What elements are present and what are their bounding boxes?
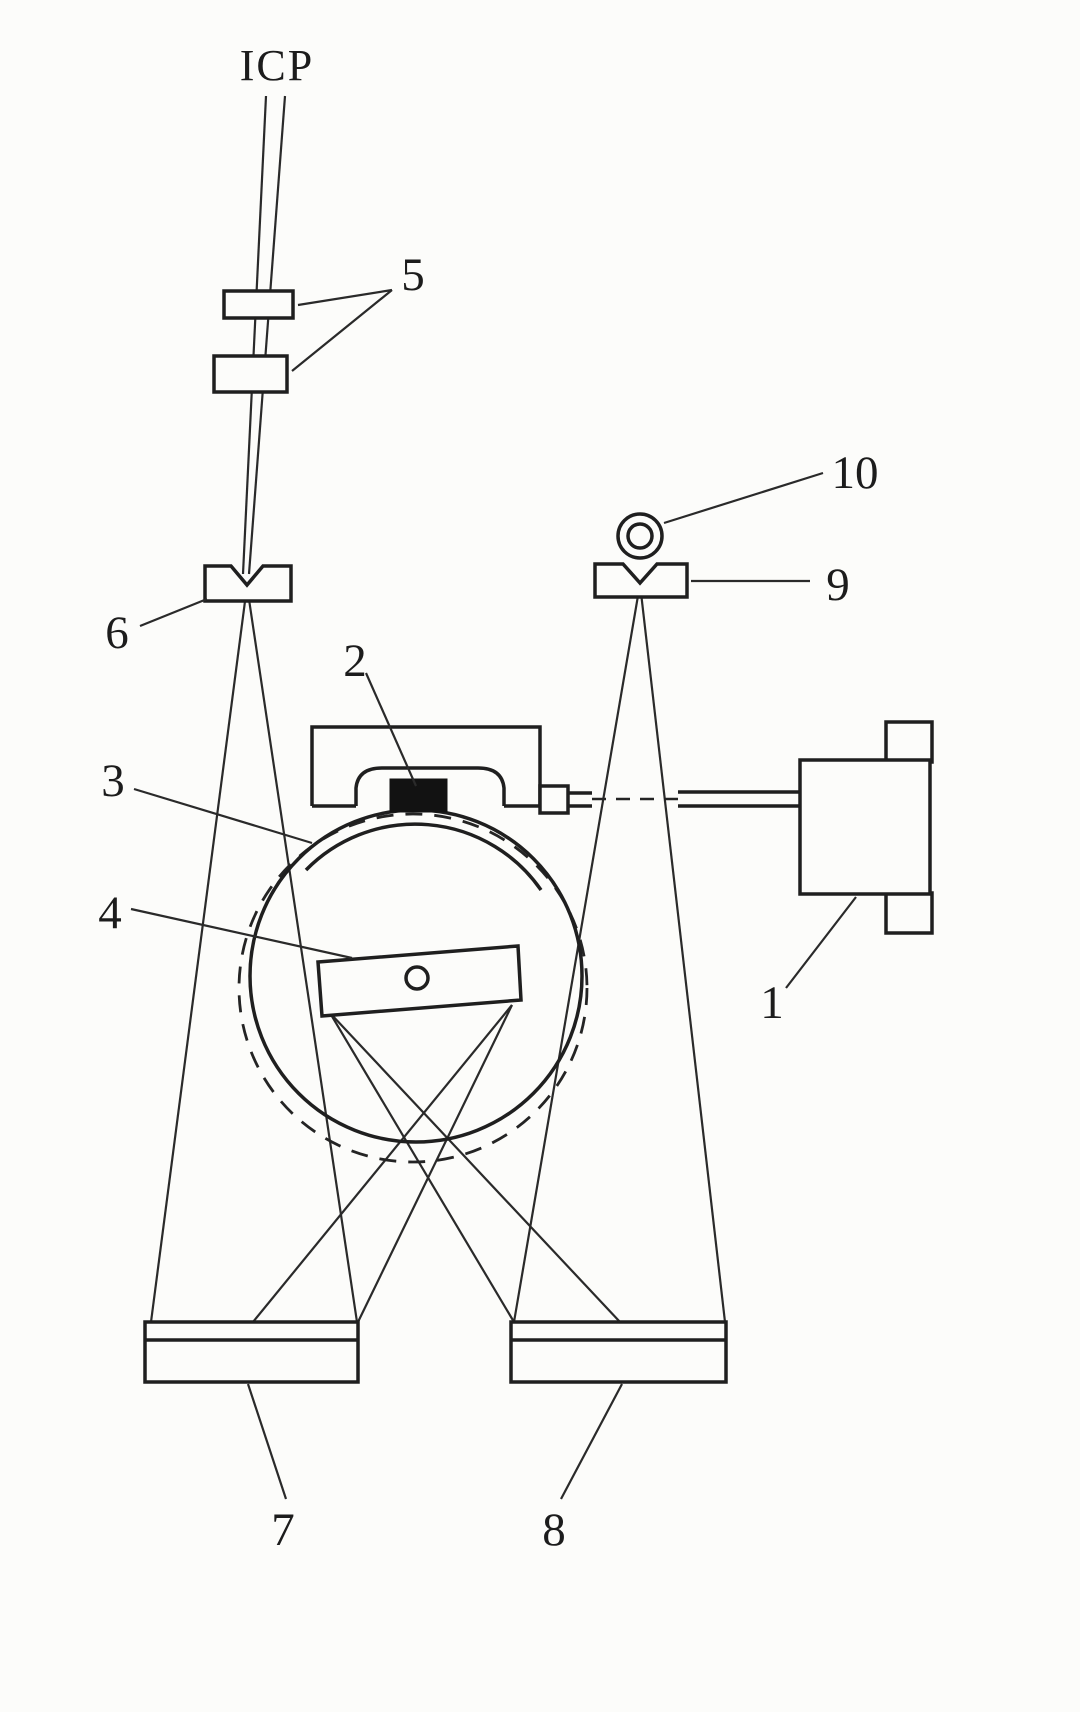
lens-lower [212,354,289,394]
label-icp: ICP [240,41,314,90]
label-1: 1 [760,977,784,1029]
labels: ICP 5 10 9 6 2 3 4 1 7 8 [98,41,878,1556]
lens-upper [222,289,295,320]
notched-slit-9 [593,562,689,599]
label-8: 8 [542,1504,566,1556]
ray-grating-d7-b [252,1004,513,1323]
detector-left [143,1320,360,1384]
ray-6-d7-left [149,585,249,1323]
ray-grating-d8-a [329,1012,515,1323]
motor-flange-top [884,720,934,764]
mount-bridge [354,766,506,806]
label-4: 4 [98,887,122,939]
ray-icp-left [241,95,268,575]
ray-grating-d7-a [357,1004,513,1323]
detector-right [509,1320,728,1384]
ray-9-d8-left [512,583,642,1323]
ray-9-d8-right [638,583,727,1323]
lamp-inner-circle [626,522,654,550]
ray-grating-d8-b [329,1012,621,1323]
label-3: 3 [101,755,125,807]
notched-mirror-6 [203,564,293,603]
leader-6 [139,597,208,628]
leader-1 [785,896,857,989]
mount-assembly [310,725,801,815]
detector-7-body [143,1320,360,1384]
shaft-coupling-block [538,784,570,815]
label-10: 10 [832,447,879,499]
motor-body [798,758,932,896]
label-7: 7 [271,1504,295,1556]
leader-3 [133,787,313,845]
leader-8 [560,1383,623,1500]
leader-2 [364,672,418,787]
light-rays [149,95,727,1323]
grating-rect [316,944,523,1018]
ray-6-d7-right [245,585,359,1323]
mount-housing [310,725,542,806]
leader-7 [246,1383,288,1500]
element-2-block [389,778,448,813]
leader-lines [130,288,857,1500]
leader-4 [130,907,353,960]
detector-8-body [509,1320,728,1384]
grating-plate [316,944,523,1018]
grating-pivot-circle [404,965,430,991]
turret-dashed-circle [237,812,589,1164]
leader-10 [663,471,824,525]
label-6: 6 [105,607,129,659]
leader-5 [291,288,393,372]
lamp-slit-assembly [593,512,689,599]
label-2: 2 [343,635,367,687]
label-5: 5 [401,249,425,301]
motor-flange-bottom [884,891,934,935]
label-9: 9 [826,559,850,611]
lamp-outer-circle [616,512,664,560]
ray-icp-right [247,95,287,575]
lens-pair [212,289,295,394]
motor [798,720,934,935]
turret-inner-rim-arc [304,822,543,891]
